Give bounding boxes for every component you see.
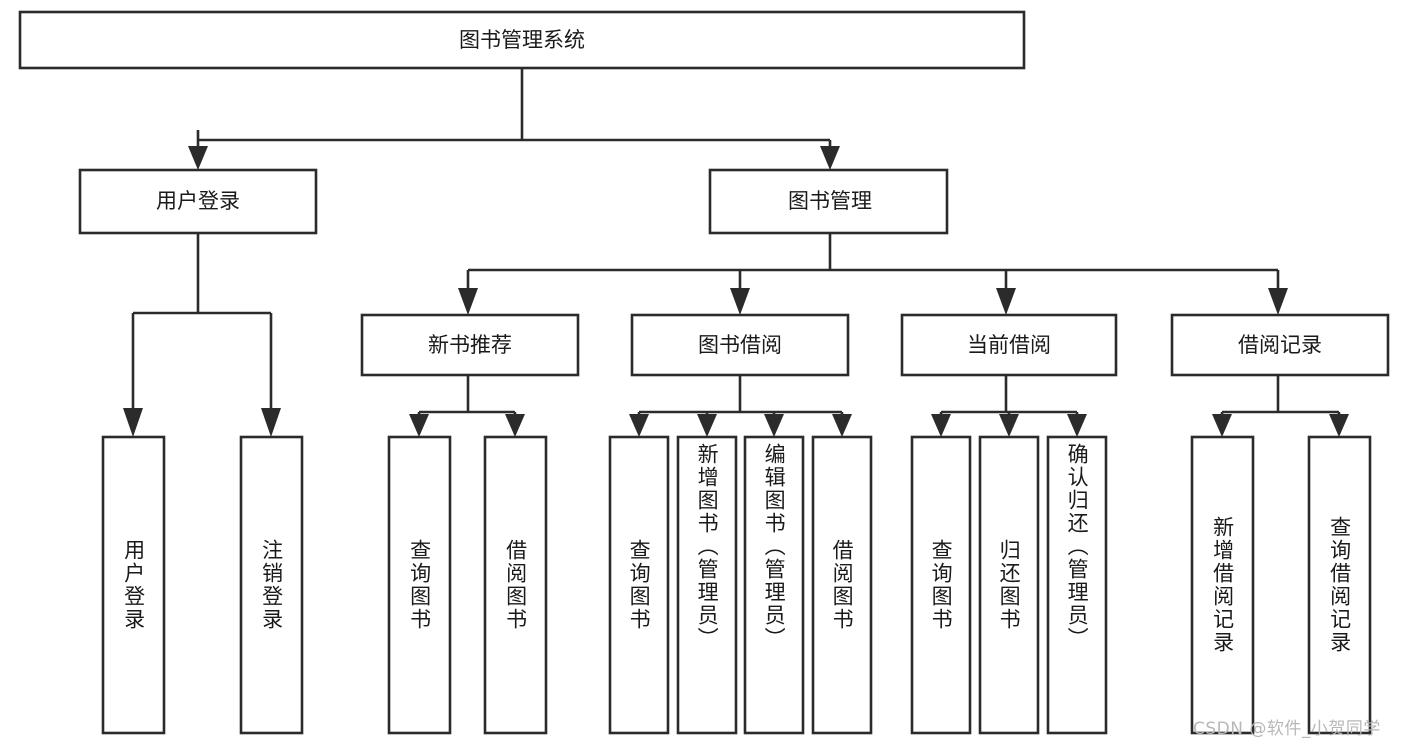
leaf-borrow-book-1-box[interactable] xyxy=(483,435,548,735)
leaf-add-book-box[interactable] xyxy=(676,435,738,735)
node-new-book-recommend[interactable]: 新书推荐 xyxy=(360,313,580,377)
node-current-borrow-box[interactable] xyxy=(900,313,1118,377)
node-user-login-box[interactable] xyxy=(78,168,318,235)
leaf-query-book-1-box[interactable] xyxy=(387,435,452,735)
arrow-head-new-book-recommend xyxy=(458,288,478,315)
arrow-head-book-manage xyxy=(820,146,840,170)
arrow-head-leaf-add-record xyxy=(1212,414,1232,437)
leaf-user-login-box[interactable] xyxy=(101,435,166,735)
arrow-head-user-login xyxy=(188,146,208,170)
node-borrow-record-label: 借阅记录 xyxy=(1238,333,1322,357)
arrow-head-leaf-query-book-3 xyxy=(931,414,951,437)
node-borrow-record-box[interactable] xyxy=(1170,313,1390,377)
arrow-head-leaf-query-book-1 xyxy=(409,414,429,437)
leaf-return-book-box[interactable] xyxy=(978,435,1040,735)
arrow-head-book-borrow xyxy=(730,288,750,315)
node-root[interactable]: 图书管理系统 xyxy=(18,10,1026,70)
node-book-borrow-box[interactable] xyxy=(630,313,850,377)
arrow-head-leaf-query-record xyxy=(1329,414,1349,437)
node-user-login[interactable]: 用户登录 xyxy=(78,168,318,235)
node-book-borrow-label: 图书借阅 xyxy=(698,333,782,357)
arrow-head-leaf-borrow-book-1 xyxy=(505,414,525,437)
leaf-borrow-book-2-box[interactable] xyxy=(811,435,873,735)
arrow-head-leaf-query-book-2 xyxy=(629,414,649,437)
leaf-confirm-return-box[interactable] xyxy=(1046,435,1108,735)
arrow-head-leaf-edit-book xyxy=(764,414,784,437)
node-root-box[interactable] xyxy=(18,10,1026,70)
arrow-head-borrow-record xyxy=(1268,288,1288,315)
leaf-query-book-3-box[interactable] xyxy=(910,435,972,735)
arrow-head-leaf-add-book xyxy=(697,414,717,437)
arrow-head-leaf-user-logout xyxy=(261,408,281,437)
leaf-query-book-2-box[interactable] xyxy=(608,435,670,735)
node-current-borrow-label: 当前借阅 xyxy=(967,333,1051,357)
leaf-add-record-box[interactable] xyxy=(1190,435,1255,735)
arrow-head-current-borrow xyxy=(996,288,1016,315)
arrow-head-leaf-borrow-book-2 xyxy=(832,414,852,437)
arrow-head-leaf-confirm-return xyxy=(1067,414,1087,437)
arrow-head-leaf-user-login xyxy=(123,408,143,437)
node-current-borrow[interactable]: 当前借阅 xyxy=(900,313,1118,377)
node-new-book-recommend-box[interactable] xyxy=(360,313,580,377)
node-user-login-label: 用户登录 xyxy=(156,189,240,213)
node-book-manage-label: 图书管理 xyxy=(788,189,872,213)
node-new-book-recommend-label: 新书推荐 xyxy=(428,333,512,357)
leaf-user-logout-box[interactable] xyxy=(239,435,304,735)
node-root-label: 图书管理系统 xyxy=(459,28,585,52)
connector-group xyxy=(123,68,1349,437)
node-borrow-record[interactable]: 借阅记录 xyxy=(1170,313,1390,377)
node-book-manage[interactable]: 图书管理 xyxy=(708,168,949,235)
node-book-borrow[interactable]: 图书借阅 xyxy=(630,313,850,377)
leaf-query-record-box[interactable] xyxy=(1307,435,1372,735)
leaf-edit-book-box[interactable] xyxy=(743,435,805,735)
arrow-head-leaf-return-book xyxy=(999,414,1019,437)
node-book-manage-box[interactable] xyxy=(708,168,949,235)
